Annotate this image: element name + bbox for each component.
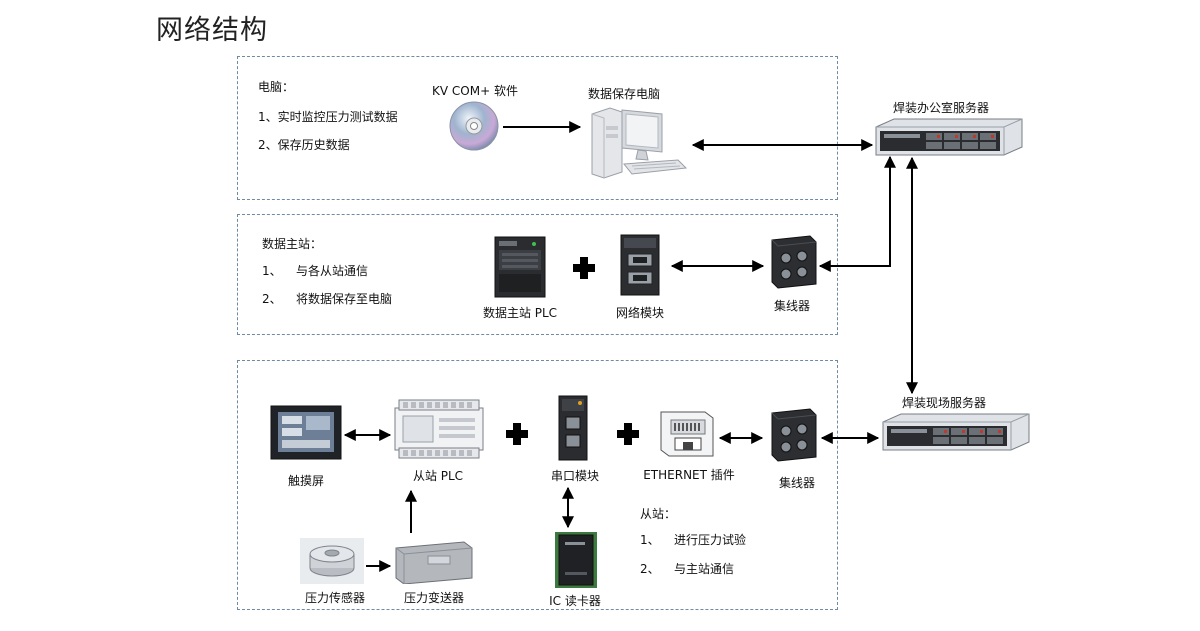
pressure-transmitter-label: 压力变送器 xyxy=(403,591,465,605)
master-heading: 数据主站： xyxy=(262,237,323,251)
hub-icon xyxy=(771,408,817,462)
master-item-2-num: 2、 xyxy=(262,292,282,306)
touchscreen-label: 触摸屏 xyxy=(287,474,325,488)
pc-label: 数据保存电脑 xyxy=(588,87,661,101)
slave-plc-label: 从站 PLC xyxy=(412,469,464,483)
touchscreen-icon xyxy=(270,405,342,460)
serial-module-icon xyxy=(558,395,588,461)
master-station-group-box xyxy=(237,214,838,335)
pressure-transmitter-icon xyxy=(395,541,473,584)
slave-item-1-text: 进行压力试验 xyxy=(674,533,747,547)
computer-item-2: 2、保存历史数据 xyxy=(258,138,350,152)
serial-module-label: 串口模块 xyxy=(550,469,600,483)
software-label: KV COM+ 软件 xyxy=(432,84,518,98)
hub-office-server-arrow xyxy=(818,155,896,272)
master-plc-label: 数据主站 PLC xyxy=(482,306,558,320)
ethernet-plugin-label: ETHERNET 插件 xyxy=(643,468,735,482)
cd-disc-icon xyxy=(449,101,499,151)
ic-card-reader-label: IC 读卡器 xyxy=(549,594,601,608)
site-server-label: 焊装现场服务器 xyxy=(902,396,987,410)
plus-icon xyxy=(506,423,528,445)
pressure-sensor-icon xyxy=(300,538,364,584)
slave-item-1-num: 1、 xyxy=(640,533,660,547)
plus-icon xyxy=(617,423,639,445)
page-title: 网络结构 xyxy=(156,15,268,46)
slave-item-2-text: 与主站通信 xyxy=(674,562,735,576)
office-server-label: 焊装办公室服务器 xyxy=(893,101,990,115)
network-module-icon xyxy=(620,234,660,296)
office-server-icon xyxy=(875,118,1023,156)
master-plc-icon xyxy=(494,236,546,298)
slave-plc-icon xyxy=(394,399,484,459)
computer-heading: 电脑： xyxy=(258,80,295,94)
hub-label-master: 集线器 xyxy=(773,299,811,313)
master-item-2-text: 将数据保存至电脑 xyxy=(296,292,393,306)
slave-heading: 从站： xyxy=(640,507,677,521)
slave-item-2-num: 2、 xyxy=(640,562,660,576)
hub-label-slave: 集线器 xyxy=(778,476,816,490)
ethernet-plugin-icon xyxy=(660,411,714,457)
ic-card-reader-icon xyxy=(555,532,597,588)
site-server-icon xyxy=(882,413,1030,451)
network-module-label: 网络模块 xyxy=(615,306,665,320)
hub-icon xyxy=(771,235,817,289)
pressure-sensor-label: 压力传感器 xyxy=(304,591,366,605)
plus-icon xyxy=(573,257,595,279)
computer-group-box xyxy=(237,56,838,200)
computer-item-1: 1、实时监控压力测试数据 xyxy=(258,110,398,124)
slave-station-group-box xyxy=(237,360,838,610)
master-item-1-num: 1、 xyxy=(262,264,282,278)
desktop-pc-icon xyxy=(591,107,688,179)
master-item-1-text: 与各从站通信 xyxy=(296,264,369,278)
